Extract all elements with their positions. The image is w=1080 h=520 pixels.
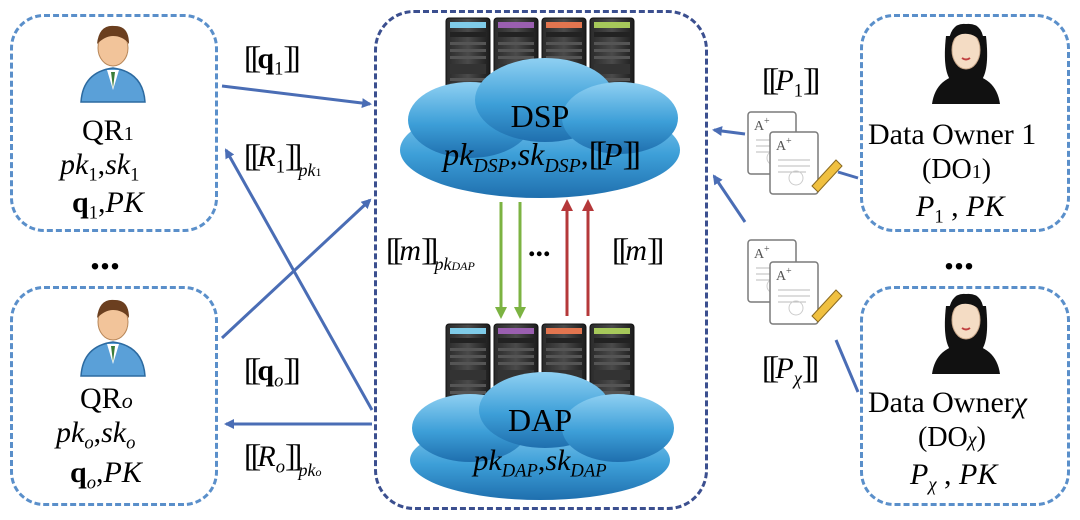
documents-do1-icon (747, 111, 843, 195)
do1-keys: P1 , PK (916, 190, 1005, 228)
documents-dox-icon (747, 239, 843, 325)
dsp-cloud-icon (400, 58, 680, 198)
do-ellipsis: ... (944, 233, 974, 278)
user-qro-icon (80, 299, 146, 377)
dap-cloud-icon (410, 372, 674, 500)
qr1-name: QR1 (82, 114, 134, 147)
dap-title: DAP (507, 402, 572, 438)
edge-label-r1: [[R1]]pk1 (244, 138, 322, 180)
qr1-keys: pk1,sk1 (60, 148, 140, 186)
qr1-query: q1,PK (72, 186, 144, 224)
qr1-box (10, 14, 218, 232)
qr-ellipsis: ... (90, 233, 120, 278)
dap-keys: pkDAP,skDAP (473, 444, 607, 482)
edge-label-px: [[Pχ]] (762, 350, 819, 390)
edge-label-ro: [[Ro]]pko (244, 438, 322, 480)
arrow-px-head (712, 174, 747, 223)
qro-keys: pko,sko (56, 416, 136, 454)
do1-box (860, 14, 1070, 232)
data-owner-chi-icon (931, 292, 1001, 375)
do1-title: Data Owner 1 (868, 118, 1037, 151)
edge-label-qo: [[qo]] (244, 352, 301, 392)
edge-label-m-up: [[m]] (612, 232, 664, 267)
arrow-p1-tail (837, 170, 859, 180)
arrow-px-tail (834, 339, 860, 393)
arrow-r1 (224, 148, 374, 411)
edge-label-p1: [[P1]] (762, 62, 820, 102)
arrow-p1-head (712, 126, 746, 136)
server-box (374, 10, 708, 510)
dox-box (860, 286, 1070, 506)
qro-box (10, 286, 218, 506)
qro-query: qo,PK (70, 456, 142, 494)
user-qr1-icon (80, 25, 146, 103)
dap-servers-icon (445, 323, 635, 413)
dsp-keys: pkDSP,skDSP,[[P]] (443, 136, 641, 177)
arrow-q1 (221, 84, 372, 108)
edge-label-m-down: [[m]]pkDAP (386, 232, 475, 274)
dox-title: Data Ownerχ (868, 386, 1027, 419)
do1-id: (DO1) (922, 154, 992, 185)
dox-keys: Pχ , PK (910, 458, 998, 496)
edge-label-q1: [[q1]] (244, 40, 301, 80)
m-ellipsis: ... (528, 230, 551, 263)
dsp-title: DSP (510, 98, 570, 134)
data-owner-1-icon (931, 22, 1001, 105)
dox-id: (DOχ) (918, 422, 986, 453)
qro-name: QRo (80, 382, 133, 415)
dsp-servers-icon (445, 17, 635, 107)
arrow-qo (220, 198, 372, 340)
